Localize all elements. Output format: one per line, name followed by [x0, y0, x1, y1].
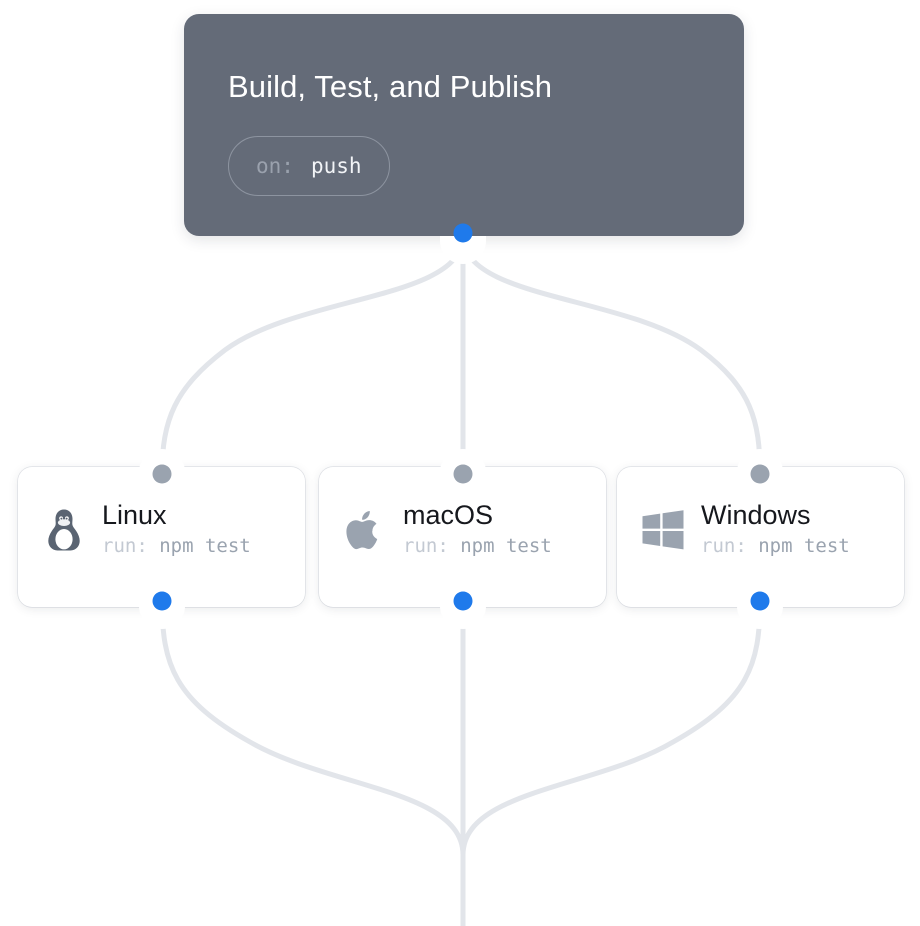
linux-penguin-icon: [42, 506, 86, 554]
windows-source-handle[interactable]: [750, 591, 770, 611]
job-command-value-macos: npm test: [460, 535, 552, 558]
job-command-windows: run: npm test: [701, 535, 850, 558]
trigger-node[interactable]: Build, Test, and Publish on: push: [184, 14, 744, 236]
job-name-macos: macOS: [403, 500, 494, 530]
trigger-event-badge[interactable]: on: push: [228, 136, 390, 196]
job-node-macos[interactable]: macOS run: npm test: [319, 467, 606, 607]
trigger-badge-key: on:: [256, 154, 294, 178]
windows-logo-icon: [641, 506, 685, 554]
trigger-title: Build, Test, and Publish: [228, 69, 553, 104]
macos-target-handle[interactable]: [453, 464, 473, 484]
apple-logo-icon: [343, 506, 387, 554]
job-command-value-linux: npm test: [159, 535, 251, 558]
job-name-linux: Linux: [102, 500, 167, 530]
job-command-value-windows: npm test: [758, 535, 850, 558]
job-node-linux[interactable]: Linux run: npm test: [18, 467, 305, 607]
job-command-key-windows: run:: [701, 535, 747, 558]
trigger-source-handle[interactable]: [453, 223, 473, 243]
job-command-linux: run: npm test: [102, 535, 251, 558]
job-node-windows[interactable]: Windows run: npm test: [617, 467, 904, 607]
linux-source-handle[interactable]: [152, 591, 172, 611]
windows-target-handle[interactable]: [750, 464, 770, 484]
job-name-windows: Windows: [701, 500, 811, 530]
job-text-windows: Windows run: npm test: [701, 500, 850, 558]
macos-source-handle[interactable]: [453, 591, 473, 611]
trigger-badge-value: push: [310, 154, 362, 178]
job-command-macos: run: npm test: [403, 535, 552, 558]
job-text-macos: macOS run: npm test: [403, 500, 552, 558]
job-command-key-linux: run:: [102, 535, 148, 558]
job-command-key-macos: run:: [403, 535, 449, 558]
job-text-linux: Linux run: npm test: [102, 500, 251, 558]
linux-target-handle[interactable]: [152, 464, 172, 484]
